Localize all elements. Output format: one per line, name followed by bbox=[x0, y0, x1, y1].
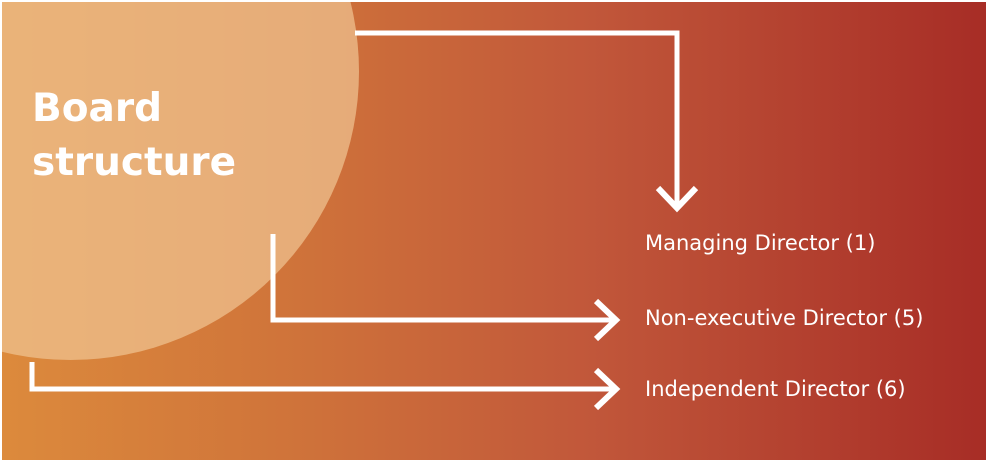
arrow-independent-director bbox=[29, 362, 612, 392]
role-independent-director: Independent Director (6) bbox=[645, 377, 906, 401]
arrowhead-managing-director bbox=[655, 185, 699, 213]
role-managing-director: Managing Director (1) bbox=[645, 231, 876, 255]
title-line-2: structure bbox=[32, 140, 237, 185]
diagram-title: Board structure bbox=[32, 82, 236, 190]
arrowhead-independent-director bbox=[593, 367, 621, 411]
arrow-non-executive-director bbox=[270, 234, 612, 323]
arrow-managing-director bbox=[355, 30, 680, 206]
arrowhead-non-executive-director bbox=[593, 298, 621, 342]
title-line-1: Board bbox=[32, 86, 162, 131]
role-non-executive-director: Non-executive Director (5) bbox=[645, 306, 924, 330]
